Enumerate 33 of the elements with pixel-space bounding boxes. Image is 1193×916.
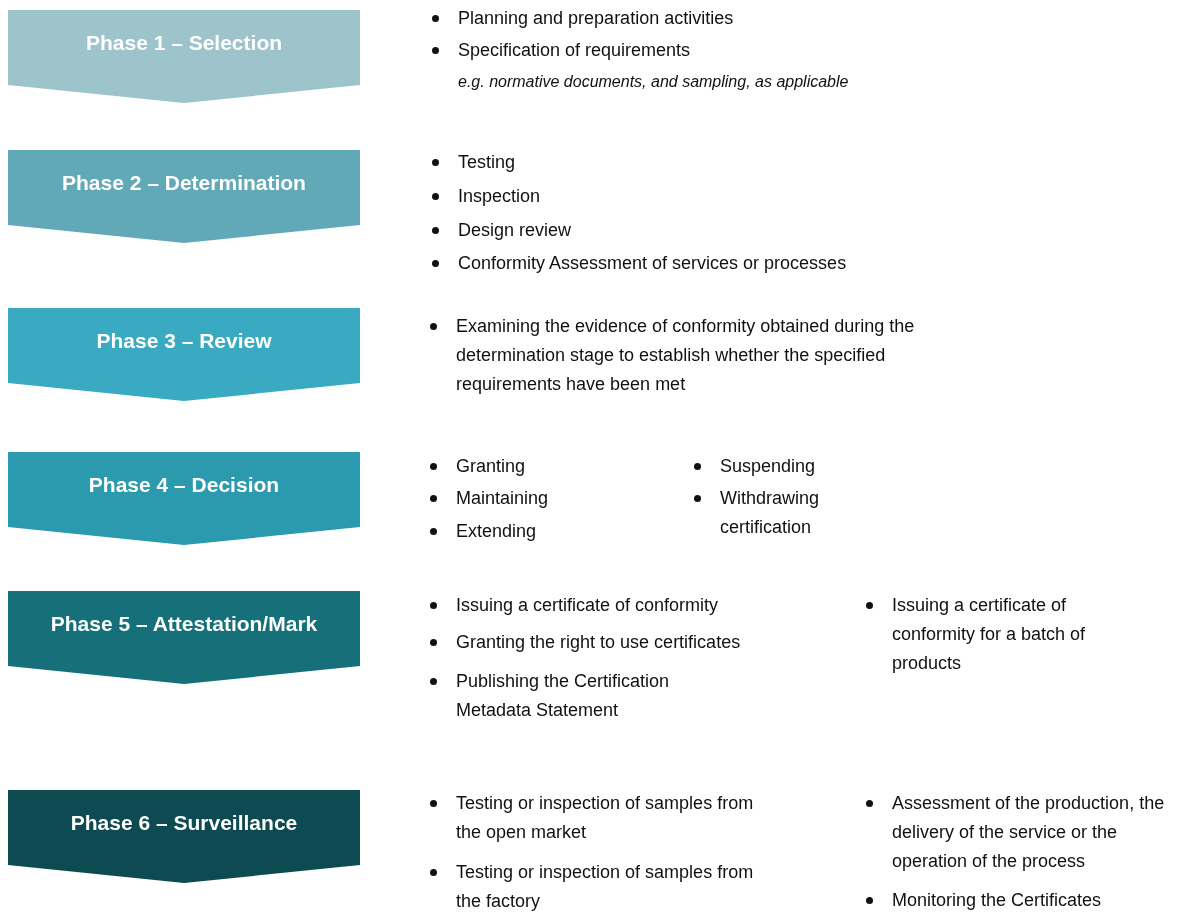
bullet-text: Planning and preparation activities [458, 7, 735, 30]
phase-chevron [8, 452, 360, 545]
note-text: e.g. normative documents, and sampling, as applicable [458, 72, 850, 92]
bullet-text: Specification of requirements [458, 39, 692, 62]
bullet-text: Withdrawing certification [720, 487, 821, 539]
phase-chevron [8, 591, 360, 684]
bullet-text: Testing [458, 151, 517, 174]
bullet-text: Monitoring the Certificates [892, 889, 1103, 912]
phase-chevron [8, 790, 360, 883]
phase-chevron [8, 150, 360, 243]
bullet-text: Granting the right to use certificates [456, 631, 742, 654]
bullet-text: Assessment of the production, the delivery of the service or the operation of the process [892, 792, 1166, 873]
bullet-text: Testing or inspection of samples from the open market [456, 792, 755, 844]
phase-title: Phase 5 – Attestation/Mark [50, 612, 318, 636]
bullet-text: Design review [458, 219, 573, 242]
phase-title: Phase 4 – Decision [88, 473, 280, 497]
bullet-text: Issuing a certificate of conformity [456, 594, 720, 617]
bullet-text: Maintaining [456, 487, 550, 510]
bullet-text: Granting [456, 455, 527, 478]
bullet-text: Issuing a certificate of conformity for a batch of products [892, 594, 1087, 675]
bullet-text: Extending [456, 520, 538, 543]
bullet-text: Suspending [720, 455, 817, 478]
bullet-text: Examining the evidence of conformity obtained during the determination stage to establish whether the specified requirements have been met [456, 315, 916, 396]
phase-title: Phase 3 – Review [96, 329, 272, 353]
bullet-text: Inspection [458, 185, 542, 208]
bullet-text: Conformity Assessment of services or processes [458, 252, 848, 275]
phase-title: Phase 1 – Selection [85, 31, 283, 55]
phase-title: Phase 2 – Determination [62, 171, 306, 195]
phase-chevron [8, 10, 360, 103]
bullet-text: Publishing the Certification Metadata Statement [456, 670, 671, 722]
phase-title: Phase 6 – Surveillance [70, 811, 298, 835]
phase-chevron [8, 308, 360, 401]
bullet-text: Testing or inspection of samples from the factory [456, 861, 755, 913]
